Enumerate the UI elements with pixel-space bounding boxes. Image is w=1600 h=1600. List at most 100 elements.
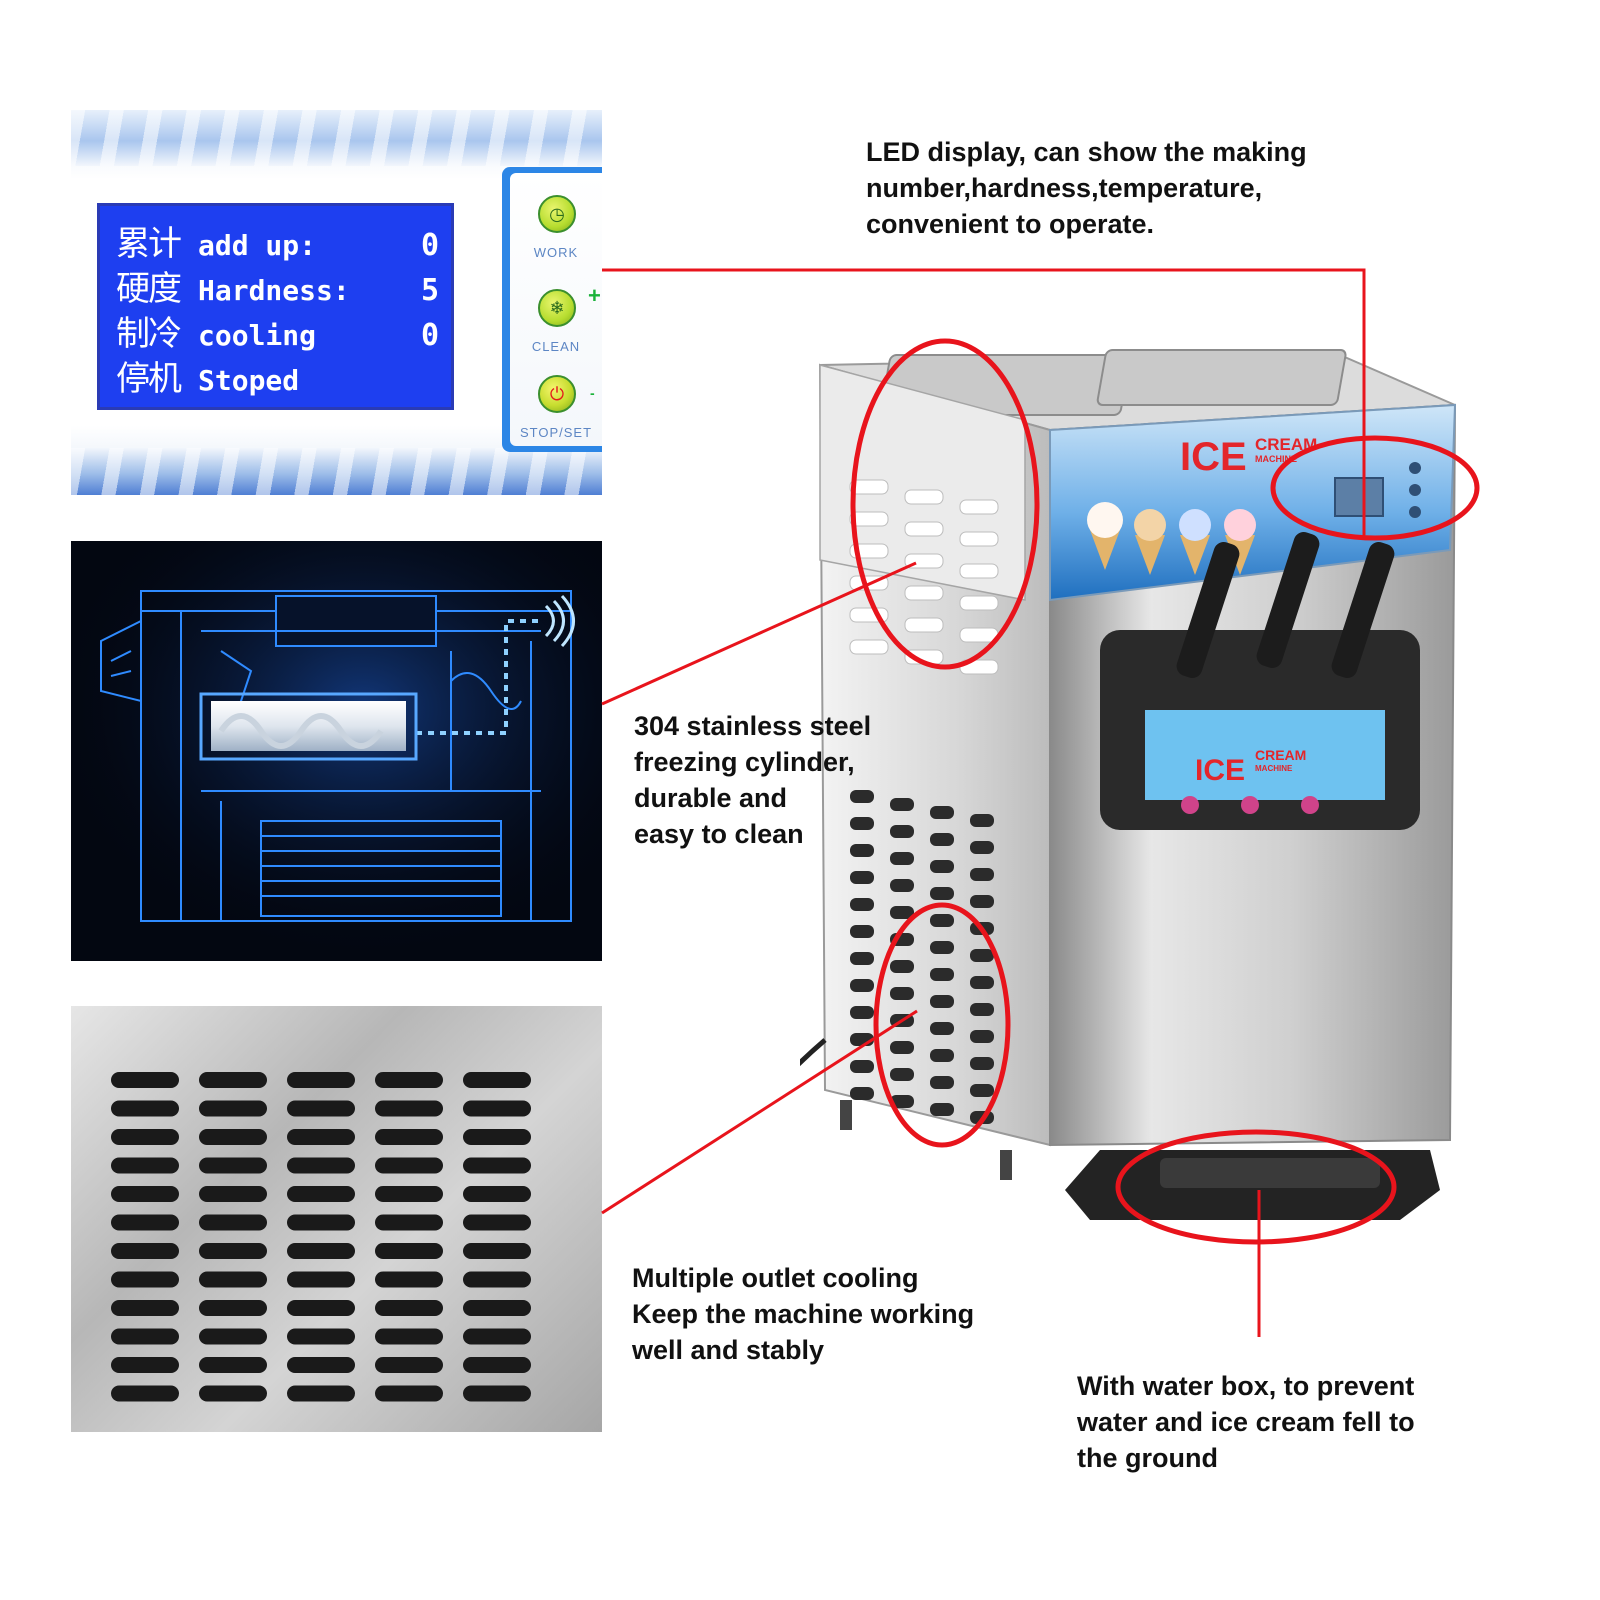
callout-line: With water box, to prevent [1077, 1371, 1415, 1401]
vent-slot [111, 1100, 179, 1117]
lower-vent-slot [930, 914, 954, 927]
vent-slot [287, 1186, 355, 1202]
snowflake-icon: ❄ [549, 297, 565, 318]
lower-vent-slot [930, 995, 954, 1008]
vent-slot [463, 1129, 531, 1145]
lcd-row-en-label: add up: [198, 229, 317, 262]
callout-line: number,hardness,temperature, [866, 173, 1263, 203]
vent-slot [375, 1157, 443, 1174]
leader-line-vents [601, 1009, 918, 1215]
lower-vent-slot [850, 844, 874, 857]
lower-vent-slot [970, 1057, 994, 1070]
lower-vent-slot [850, 1060, 874, 1073]
dispenser-ice-text: ICE [1195, 754, 1245, 787]
lower-vent-slot [970, 814, 994, 827]
lcd-row-cn-label: 停机 [116, 359, 182, 399]
vent-slot [463, 1271, 531, 1288]
callout-line: durable and [634, 783, 788, 813]
nozzle [1241, 796, 1259, 814]
vent-slot [111, 1357, 179, 1373]
lcd-row-cn-label: 制冷 [116, 314, 182, 354]
lower-vent-slot [930, 833, 954, 846]
ice-cream-cone-icons [1087, 502, 1256, 575]
vent-slot [111, 1271, 179, 1288]
water-box [1160, 1158, 1380, 1188]
dispenser-cream-text: CREAM [1255, 747, 1306, 763]
vent-slot [199, 1271, 267, 1288]
clean-button[interactable]: ❄ [538, 289, 576, 327]
vent-slot [199, 1243, 267, 1259]
side-vent-slot [849, 639, 889, 655]
side-vent-slot [904, 617, 944, 633]
vent-slot [111, 1186, 179, 1202]
vent-slot [111, 1072, 179, 1088]
callout-water-box: With water box, to prevent water and ice… [1077, 1368, 1415, 1476]
lower-vent-slot [930, 1022, 954, 1035]
lower-vent-slot [850, 790, 874, 803]
callout-line: Multiple outlet cooling [632, 1263, 919, 1293]
vent-slot [111, 1214, 179, 1231]
control-button-column: ◷ WORK ❄ + CLEAN ⏻ - STOP/SET [502, 167, 602, 452]
lcd-control-panel-photo: 累计 add up: 0 硬度 Hardness: 5 制冷 cooling 0… [71, 110, 602, 495]
side-vent-slot [904, 585, 944, 601]
lower-vent-slot [890, 987, 914, 1000]
lcd-row-cn-label: 硬度 [116, 269, 182, 309]
brand-ice-text: ICE [1180, 435, 1247, 479]
stop-set-button[interactable]: ⏻ [538, 375, 576, 413]
nozzle [1181, 796, 1199, 814]
lower-vent-slot [970, 841, 994, 854]
vent-slot [287, 1271, 355, 1288]
vent-slot [199, 1328, 267, 1345]
machine-control-button [1409, 462, 1421, 474]
lower-vent-slot [850, 925, 874, 938]
lower-vent-slot [890, 1041, 914, 1054]
tap-handle[interactable] [1329, 539, 1397, 680]
callout-line: freezing cylinder, [634, 747, 855, 777]
lcd-row-en-label: Hardness: [198, 274, 350, 307]
side-vent-slot [849, 511, 889, 527]
side-vent-slot [904, 521, 944, 537]
vent-slot [463, 1157, 531, 1174]
lower-vent-slot [970, 976, 994, 989]
lcd-row-cn-label: 累计 [116, 224, 182, 264]
vent-slot [199, 1300, 267, 1316]
lower-vent-slot [850, 979, 874, 992]
lcd-row-cooling: 制冷 cooling 0 [116, 306, 439, 354]
blueprint-illustration [71, 541, 602, 961]
lcd-row-en-label: Stoped [198, 364, 300, 397]
work-button[interactable]: ◷ [538, 195, 576, 233]
vent-slot [287, 1243, 355, 1259]
vent-slot [199, 1186, 267, 1202]
machine-control-button [1409, 484, 1421, 496]
vent-slot [199, 1214, 267, 1231]
vent-slot [375, 1385, 443, 1402]
vent-slot [111, 1157, 179, 1174]
lcd-row-en-label: cooling [198, 319, 317, 352]
vent-slot [463, 1072, 531, 1088]
vent-slot [111, 1385, 179, 1402]
clock-icon: ◷ [549, 203, 565, 224]
lower-vent-slot [930, 860, 954, 873]
leader-line-display [602, 268, 1366, 540]
vent-slot [375, 1357, 443, 1373]
side-vent-slot [959, 595, 999, 611]
callout-line: Keep the machine working [632, 1299, 975, 1329]
freezing-cylinder-blueprint [71, 541, 602, 961]
clean-button-label: CLEAN [531, 339, 581, 354]
vent-slot [463, 1186, 531, 1202]
lower-vent-slot [890, 1068, 914, 1081]
tap-handle[interactable] [1174, 539, 1242, 680]
vent-slot [287, 1357, 355, 1373]
vent-slot [375, 1243, 443, 1259]
brand-machine-text: MACHINE [1255, 454, 1297, 464]
lcd-row-hardness: 硬度 Hardness: 5 [116, 261, 439, 309]
tap-handle[interactable] [1254, 529, 1322, 670]
highlight-ellipse-cylinder [850, 338, 1040, 670]
machine-control-button [1409, 506, 1421, 518]
vent-slot [463, 1243, 531, 1259]
vent-slot [463, 1385, 531, 1402]
lower-vent-slot [890, 879, 914, 892]
lower-vent-slot [890, 960, 914, 973]
lower-vent-slot [850, 871, 874, 884]
